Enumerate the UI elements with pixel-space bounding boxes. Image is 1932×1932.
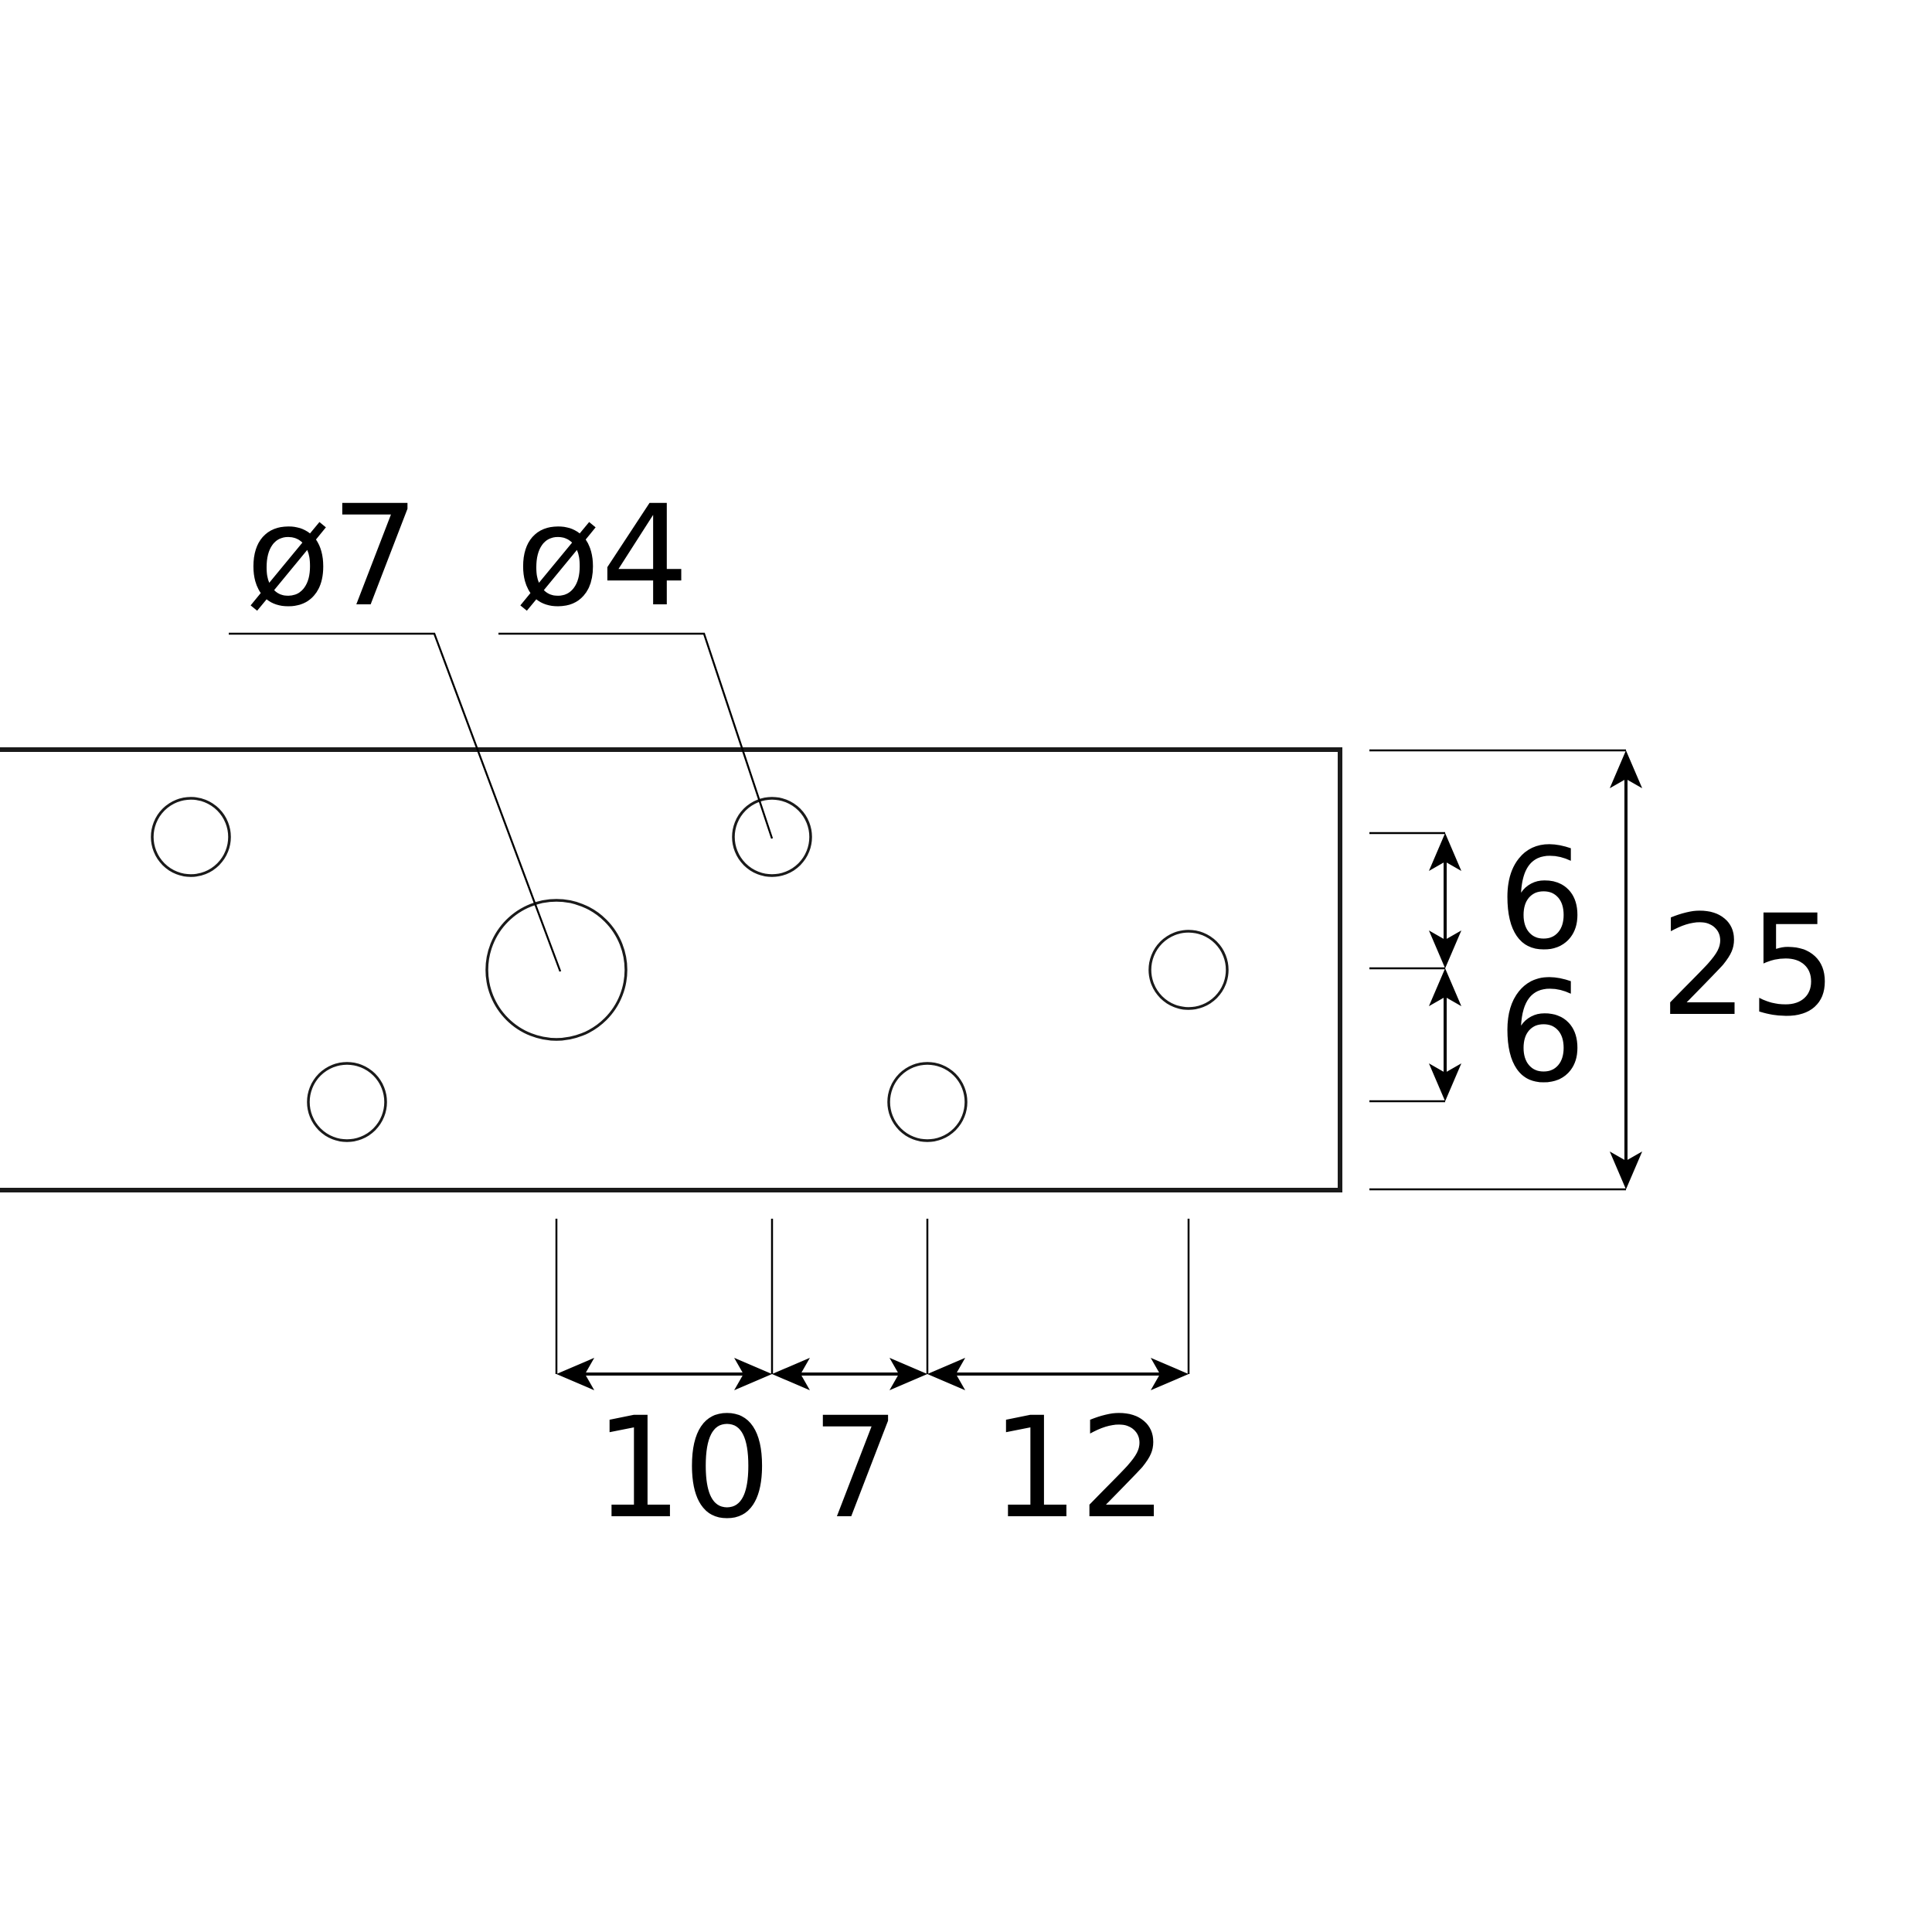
arrow-spacing-3-left: [927, 1358, 965, 1390]
leader-small-hole: [498, 632, 774, 839]
holes: [151, 797, 1229, 1142]
small-hole-bottom-left: [307, 1062, 387, 1142]
dimension-text-row-spacing-top: 6: [1498, 819, 1587, 981]
arrow-spacing-1-left: [556, 1358, 594, 1390]
vertical-dimensions: [1369, 749, 1642, 1191]
leader-large-hole: [229, 632, 562, 972]
small-hole-top-left: [151, 797, 231, 877]
dimension-text-plate-height: 25: [1660, 886, 1837, 1047]
arrow-plate-height-bottom: [1610, 1151, 1642, 1189]
dimension-text-row-spacing-bottom: 6: [1498, 952, 1587, 1114]
arrow-plate-height-top: [1610, 750, 1642, 788]
small-hole-right: [1148, 930, 1229, 1010]
plate-outline: [0, 747, 1342, 1192]
callout-small-hole-diameter: ø4: [515, 476, 689, 638]
arrow-row-spacing-top-lower: [1429, 930, 1461, 968]
dimension-text-spacing-1: 10: [594, 1388, 771, 1549]
horizontal-dimensions: [555, 1219, 1190, 1390]
leader-lines: [229, 632, 774, 972]
arrow-row-spacing-bottom-lower: [1429, 1063, 1461, 1101]
arrow-spacing-2-left: [772, 1358, 810, 1390]
callout-large-hole-diameter: ø7: [246, 476, 420, 638]
arrow-spacing-3-right: [1151, 1358, 1189, 1390]
small-hole-bottom-middle: [887, 1062, 968, 1142]
arrow-row-spacing-bottom-upper: [1429, 968, 1461, 1006]
dimension-text-spacing-2: 7: [811, 1388, 900, 1549]
arrow-spacing-1-right: [734, 1358, 772, 1390]
large-hole-center: [485, 899, 628, 1041]
arrow-spacing-2-right: [889, 1358, 927, 1390]
arrow-row-spacing-top-upper: [1429, 833, 1461, 871]
dimension-text-spacing-3: 12: [991, 1388, 1168, 1549]
